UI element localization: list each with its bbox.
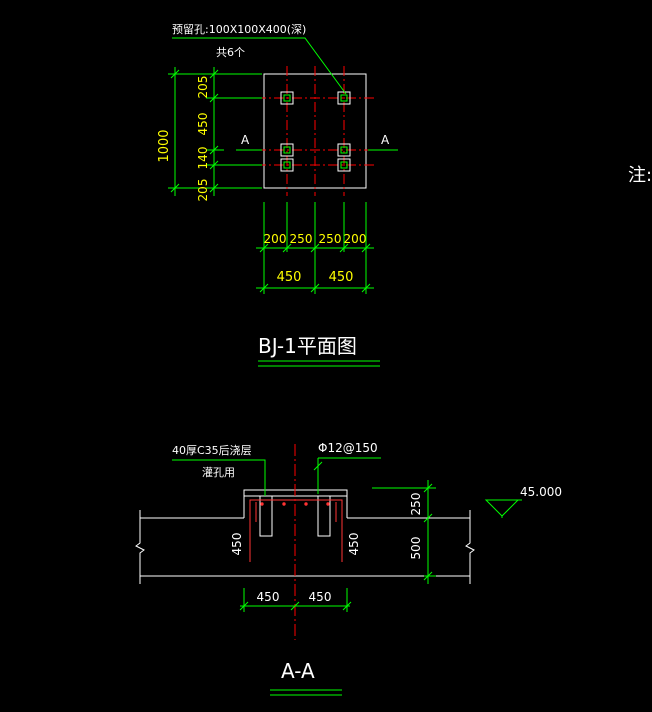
plan-hdim-inner-1: 200 bbox=[264, 232, 287, 246]
section-depth-left: 450 bbox=[230, 533, 244, 556]
plan-hdim-outer-1: 450 bbox=[277, 270, 302, 285]
section-hdim-1: 450 bbox=[257, 590, 280, 604]
section-leaders bbox=[172, 457, 381, 496]
hole-note-leader bbox=[172, 37, 347, 95]
plan-holes bbox=[280, 91, 351, 172]
plan-hole-inner bbox=[283, 94, 348, 169]
plan-view: A A 预留孔:100X100X400(深) 共6个 bbox=[157, 23, 398, 367]
plan-height-total: 1000 bbox=[157, 129, 172, 162]
pocket-left bbox=[259, 496, 273, 537]
section-horizontal-dimension bbox=[239, 588, 352, 612]
layer-note-line1: 40厚C35后浇层 bbox=[172, 444, 252, 457]
pocket-right bbox=[317, 496, 331, 537]
plan-vertical-dimension bbox=[168, 67, 262, 196]
side-note: 注: bbox=[628, 165, 652, 186]
plan-title: BJ-1平面图 bbox=[258, 334, 357, 358]
hole-note-line2: 共6个 bbox=[216, 46, 245, 59]
section-mark-right: A bbox=[381, 133, 390, 147]
section-vdim-2: 500 bbox=[409, 537, 423, 560]
plan-hdim-inner-2: 250 bbox=[290, 232, 313, 246]
section-vertical-dimension bbox=[372, 480, 436, 584]
layer-note-line2: 灌孔用 bbox=[202, 466, 235, 479]
plan-vdim-3: 140 bbox=[196, 147, 210, 170]
hole-6 bbox=[337, 158, 351, 172]
elevation-label: 45.000 bbox=[520, 485, 562, 499]
plan-vdim-2: 450 bbox=[196, 113, 210, 136]
plan-hdim-inner-4: 200 bbox=[344, 232, 367, 246]
section-title-underline bbox=[270, 689, 342, 696]
plan-title-underline bbox=[258, 360, 380, 367]
elevation-marker bbox=[484, 499, 522, 518]
section-rebar bbox=[249, 499, 343, 562]
section-ground bbox=[135, 510, 475, 584]
section-depth-right: 450 bbox=[347, 533, 361, 556]
section-mark-left: A bbox=[241, 133, 250, 147]
plan-hdim-inner-3: 250 bbox=[319, 232, 342, 246]
break-mark-left bbox=[135, 510, 145, 584]
section-title: A-A bbox=[281, 659, 315, 683]
plan-hdim-outer-2: 450 bbox=[329, 270, 354, 285]
break-mark-right bbox=[465, 510, 475, 584]
hole-4 bbox=[337, 143, 351, 157]
hole-note-line1: 预留孔:100X100X400(深) bbox=[172, 23, 306, 36]
section-hdim-2: 450 bbox=[309, 590, 332, 604]
rebar-note: Φ12@150 bbox=[318, 441, 378, 455]
hole-3 bbox=[280, 143, 294, 157]
plan-vdim-4: 205 bbox=[196, 179, 210, 202]
section-vdim-1: 250 bbox=[409, 493, 423, 516]
plan-vdim-1: 205 bbox=[196, 76, 210, 99]
plan-horizontal-dimension bbox=[256, 202, 374, 294]
plan-axes bbox=[256, 66, 374, 196]
hole-5 bbox=[280, 158, 294, 172]
section-view: 40厚C35后浇层 灌孔用 Φ12@150 45.000 250 500 450… bbox=[135, 441, 562, 696]
hole-1 bbox=[280, 91, 294, 105]
